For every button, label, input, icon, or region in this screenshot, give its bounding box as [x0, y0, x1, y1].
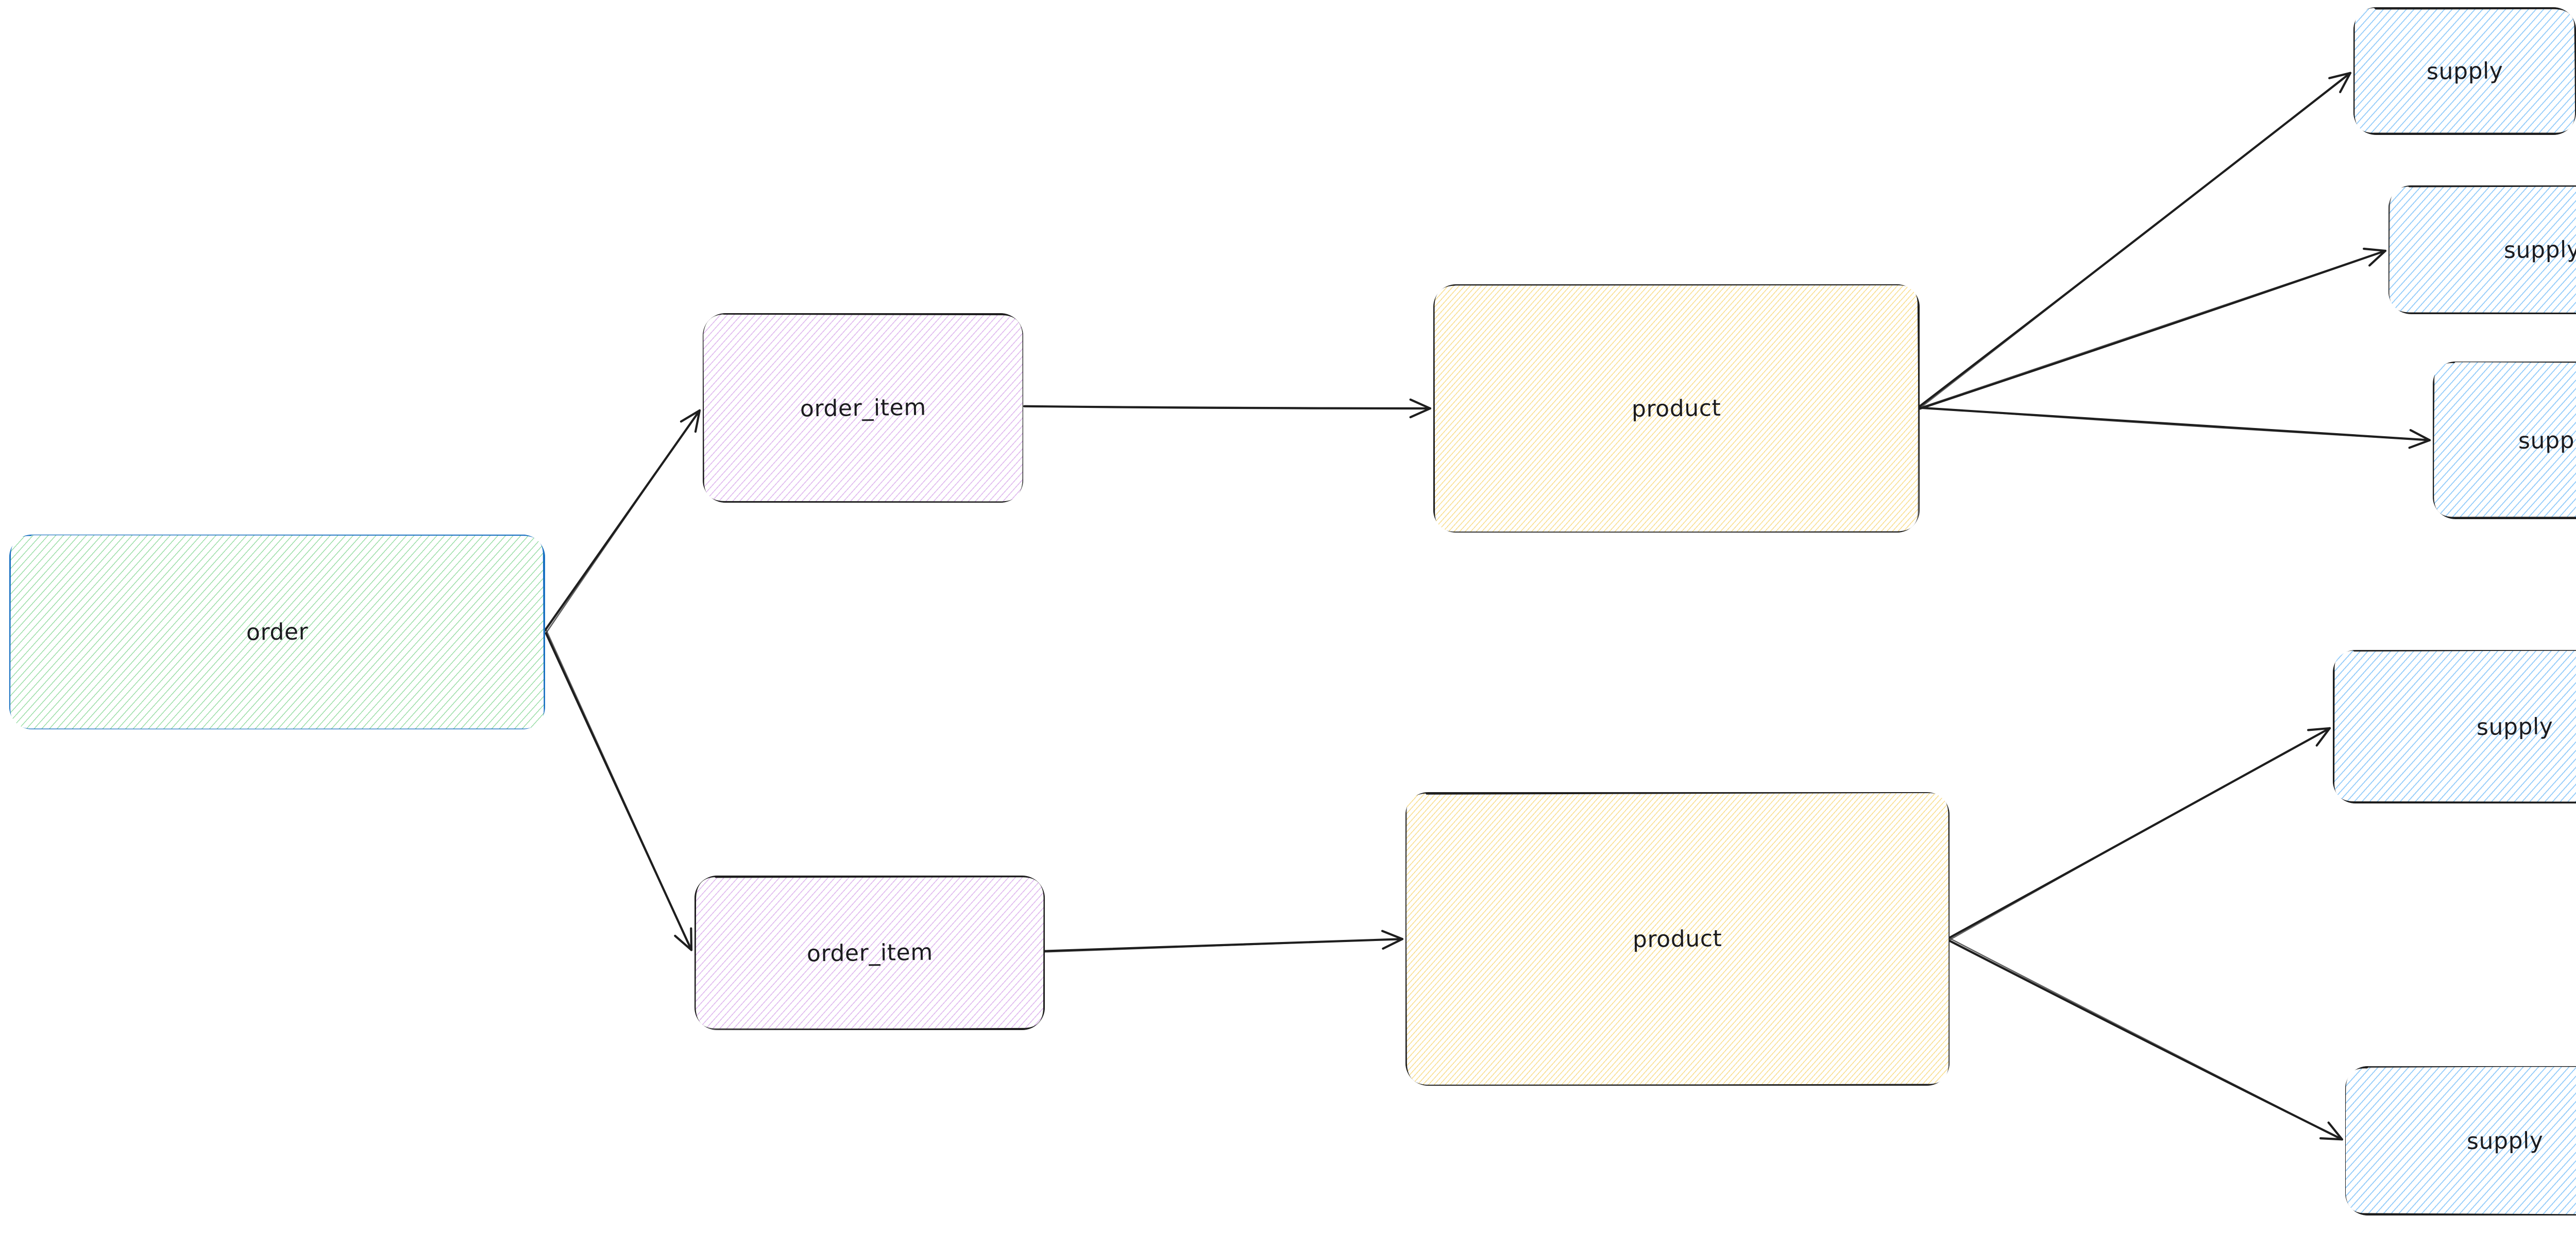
node-label: supply [2518, 426, 2576, 454]
node-label: order_item [800, 394, 926, 422]
node-label: order [246, 618, 309, 646]
node-label: supply [2503, 236, 2576, 264]
node-product_bottom[interactable]: product [1405, 792, 1950, 1086]
node-supply_t1[interactable]: supply [2353, 7, 2576, 135]
edge-e-order-oi-top [542, 409, 701, 634]
node-label: product [1632, 925, 1723, 953]
node-label: product [1631, 395, 1722, 422]
edge-e-prod-t-s3 [1918, 406, 2431, 449]
node-label: supply [2476, 713, 2553, 741]
node-product_top[interactable]: product [1433, 284, 1920, 533]
node-supply_b1[interactable]: supply [2333, 650, 2576, 803]
node-supply_t2[interactable]: supply [2388, 185, 2576, 314]
node-label: supply [2426, 57, 2503, 85]
edge-e-prod-b-s2 [1947, 938, 2344, 1141]
node-order_item_top[interactable]: order_item [703, 313, 1023, 503]
edge-e-order-oi-bottom [545, 629, 693, 951]
edge-e-oi-top-prod [1021, 398, 1432, 419]
edge-e-oi-bot-prod [1042, 930, 1404, 953]
node-order_item_bottom[interactable]: order_item [694, 876, 1045, 1030]
node-supply_b2[interactable]: supply [2345, 1066, 2576, 1215]
edge-e-prod-t-s1 [1917, 72, 2352, 410]
node-order[interactable]: order [9, 535, 545, 729]
node-label: supply [2466, 1127, 2544, 1155]
edge-e-prod-b-s1 [1947, 727, 2331, 941]
node-label: order_item [806, 939, 933, 967]
edge-e-prod-t-s2 [1918, 247, 2387, 410]
node-supply_t3[interactable]: supply [2433, 362, 2576, 519]
